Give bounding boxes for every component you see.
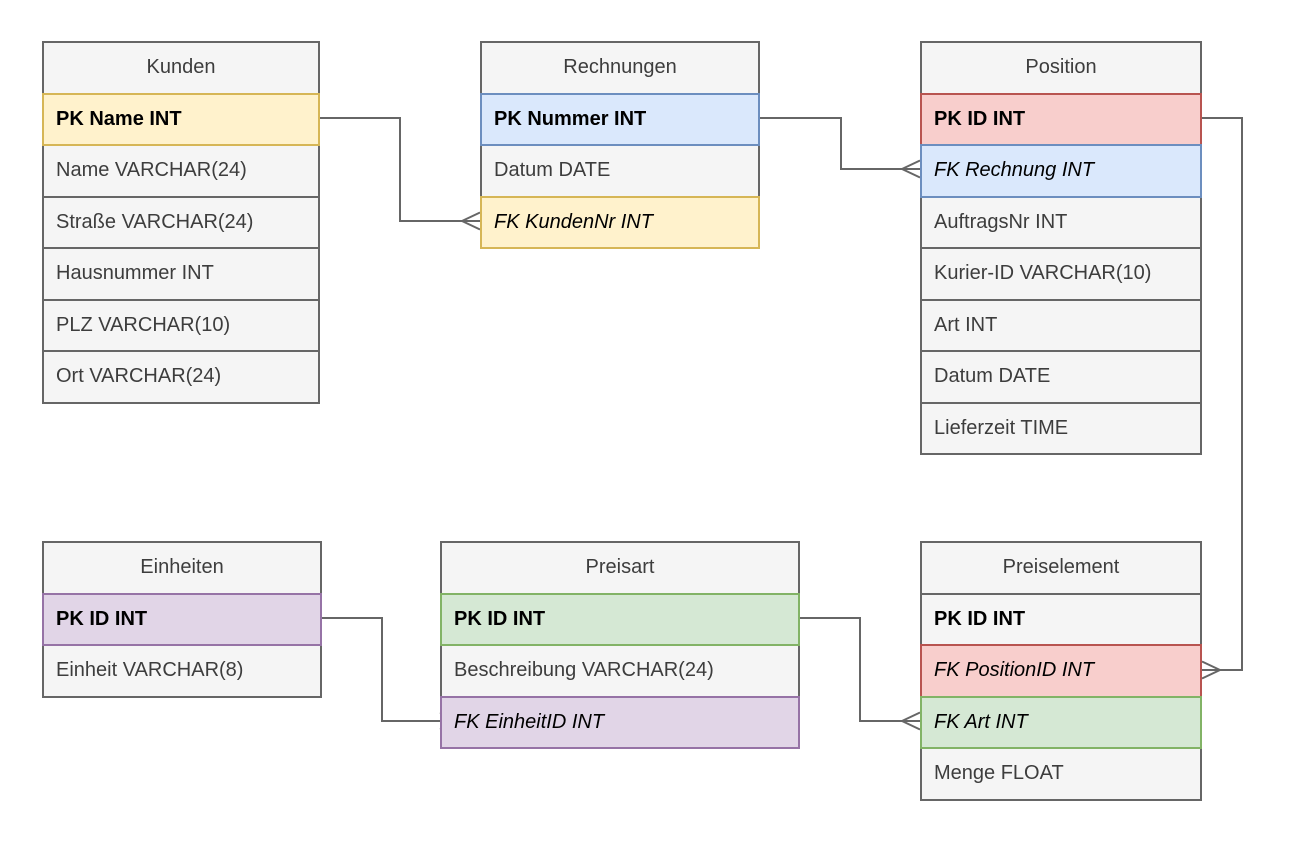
table-row: PLZ VARCHAR(10) — [42, 298, 320, 352]
entity-table-rechnungen: Rechnungen PK Nummer INT Datum DATE FK K… — [480, 41, 760, 249]
connector-rechnungen-position — [760, 117, 921, 179]
table-row: Art INT — [920, 298, 1202, 352]
table-row-pk: PK ID INT — [920, 92, 1202, 146]
entity-table-einheiten: Einheiten PK ID INT Einheit VARCHAR(8) — [42, 541, 322, 698]
table-row: Einheit VARCHAR(8) — [42, 644, 322, 698]
table-row-pk: PK Nummer INT — [480, 92, 760, 146]
table-row: Kurier-ID VARCHAR(10) — [920, 247, 1202, 301]
table-row-pk: PK ID INT — [42, 592, 322, 646]
table-row-pk: PK Name INT — [42, 92, 320, 146]
table-title: Preiselement — [920, 541, 1202, 595]
table-title: Position — [920, 41, 1202, 95]
table-row: Ort VARCHAR(24) — [42, 350, 320, 404]
table-row: Straße VARCHAR(24) — [42, 195, 320, 249]
connector-kunden-rechnungen — [320, 117, 481, 231]
entity-table-preiselement: Preiselement PK ID INT FK PositionID INT… — [920, 541, 1202, 801]
table-row: AuftragsNr INT — [920, 195, 1202, 249]
table-title: Preisart — [440, 541, 800, 595]
table-row: Menge FLOAT — [920, 747, 1202, 801]
table-row: Datum DATE — [480, 144, 760, 198]
table-row: Hausnummer INT — [42, 247, 320, 301]
table-row-pk: PK ID INT — [920, 592, 1202, 646]
table-row: Lieferzeit TIME — [920, 401, 1202, 455]
table-row-fk: FK EinheitID INT — [440, 695, 800, 749]
connector-preisart-preiselement — [800, 617, 921, 731]
table-row-pk: PK ID INT — [440, 592, 800, 646]
table-row-fk: FK Art INT — [920, 695, 1202, 749]
table-row: Beschreibung VARCHAR(24) — [440, 644, 800, 698]
table-row: Name VARCHAR(24) — [42, 144, 320, 198]
table-row-fk: FK KundenNr INT — [480, 195, 760, 249]
table-row-fk: FK Rechnung INT — [920, 144, 1202, 198]
connector-einheiten-preisart — [322, 617, 459, 731]
table-title: Einheiten — [42, 541, 322, 595]
table-row: Datum DATE — [920, 350, 1202, 404]
table-title: Kunden — [42, 41, 320, 95]
table-title: Rechnungen — [480, 41, 760, 95]
entity-table-preisart: Preisart PK ID INT Beschreibung VARCHAR(… — [440, 541, 800, 749]
entity-table-kunden: Kunden PK Name INT Name VARCHAR(24) Stra… — [42, 41, 320, 404]
table-row-fk: FK PositionID INT — [920, 644, 1202, 698]
entity-table-position: Position PK ID INT FK Rechnung INT Auftr… — [920, 41, 1202, 455]
connector-position-preiselement — [1201, 117, 1243, 680]
